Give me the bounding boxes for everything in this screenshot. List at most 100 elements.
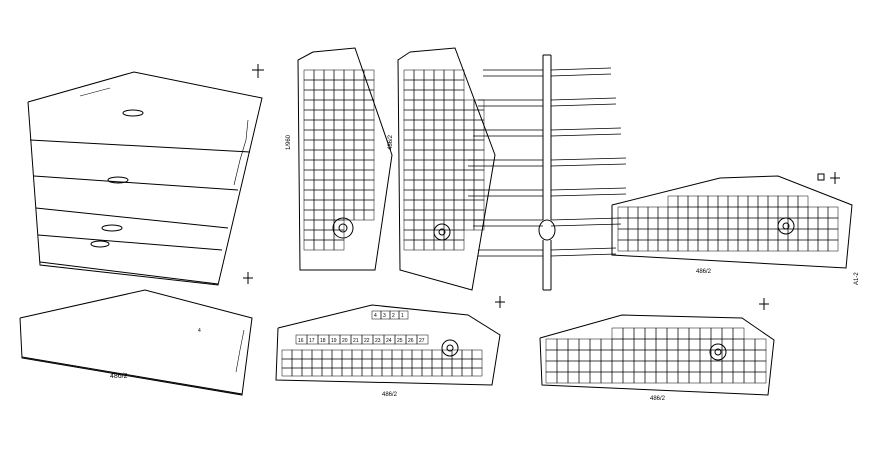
road-branch [473,217,622,227]
plot-cell [303,199,315,211]
plot-cell [333,119,345,131]
plot-cell [647,206,659,219]
plot-cell [644,327,657,340]
plot-cell [353,79,365,91]
plot-cell [633,338,646,351]
plot-cell [398,310,409,320]
plot-cell [343,179,355,191]
plot-cell [627,239,639,252]
plot-cell [463,219,475,231]
plot-cell [343,169,355,181]
north-arrow-icon [243,272,253,284]
plot-cell [471,358,483,369]
plot-cell [351,358,363,369]
plot-cell [423,69,435,81]
plot-cell [313,149,325,161]
plot-cell [666,338,679,351]
plot-cell [313,119,325,131]
plot-cell [777,206,789,219]
plot-cell [351,349,363,360]
plot-cell [333,169,345,181]
plot-cell [323,149,335,161]
survey-label-vertical-2: 486/2 [388,134,394,150]
plot-layout-vertical-1: 1/960 [286,47,393,271]
plot-number-label: 19 [331,338,337,344]
plot-cell [710,360,723,373]
plot-cell [453,219,465,231]
plot-cell [622,349,635,362]
plot-cell [323,159,335,171]
plot-cell [413,109,425,121]
plot-cell [323,209,335,221]
plot-cell [767,195,779,208]
plot-cell [333,79,345,91]
plot-cell [473,209,485,221]
plot-cell [323,119,335,131]
plot-cell [687,228,699,241]
plot-cell [556,338,569,351]
north-arrow-icon [252,64,264,78]
plot-cell [423,229,435,241]
plot-cell [727,195,739,208]
plot-cell [421,367,433,377]
plot-cell [421,358,433,369]
plot-cell [578,360,591,373]
plot-cell [732,349,745,362]
plot-cell [688,349,701,362]
plot-cell [443,139,455,151]
plot-cell [343,149,355,161]
plot-cell [303,79,315,91]
plot-cell [666,371,679,384]
plot-cell [403,79,415,91]
plot-cell [827,239,839,252]
plot-cell [433,99,445,111]
plot-cell [333,89,345,101]
plot-cell [737,228,749,241]
plot-number-label: 21 [353,338,359,344]
plot-number-label: 27 [419,338,425,344]
plot-cell [453,229,465,241]
plot-cell [687,206,699,219]
plot-cell [699,349,712,362]
plot-cell [677,349,690,362]
plot-cell [473,139,485,151]
plot-cell [453,189,465,201]
plot-cell [353,119,365,131]
plot-cell [677,228,689,241]
plot-cell [463,99,475,111]
plot-cell [688,338,701,351]
plot-number-label: 25 [397,338,403,344]
plot-cell [732,371,745,384]
plot-cell [707,217,719,230]
plot-cell [303,139,315,151]
plot-cell [589,371,602,384]
plot-cell [453,209,465,221]
road-branches [468,67,627,257]
plot-cell [657,228,669,241]
survey-label-bottom-right: 486/2 [650,396,666,402]
plot-cell [313,219,325,231]
plot-cell [667,217,679,230]
plot-cell [578,371,591,384]
plot-cell [313,159,325,171]
plot-cell [413,189,425,201]
plot-cell [321,367,333,377]
plot-cell [473,179,485,191]
plot-cell [353,69,365,81]
plot-cell [333,179,345,191]
plot-cell [311,349,323,360]
plot-cell [797,239,809,252]
plot-cell [732,327,745,340]
plot-cell [431,367,443,377]
plot-cell [463,199,475,211]
plot-cell [617,217,629,230]
plot-cell [667,206,679,219]
plot-cell [433,69,445,81]
plot-cell [707,228,719,241]
plot-cell [323,179,335,191]
plot-cell [463,169,475,181]
plot-cell [747,239,759,252]
plot-cell [545,360,558,373]
plot-cell [666,327,679,340]
plot-cell [341,349,353,360]
